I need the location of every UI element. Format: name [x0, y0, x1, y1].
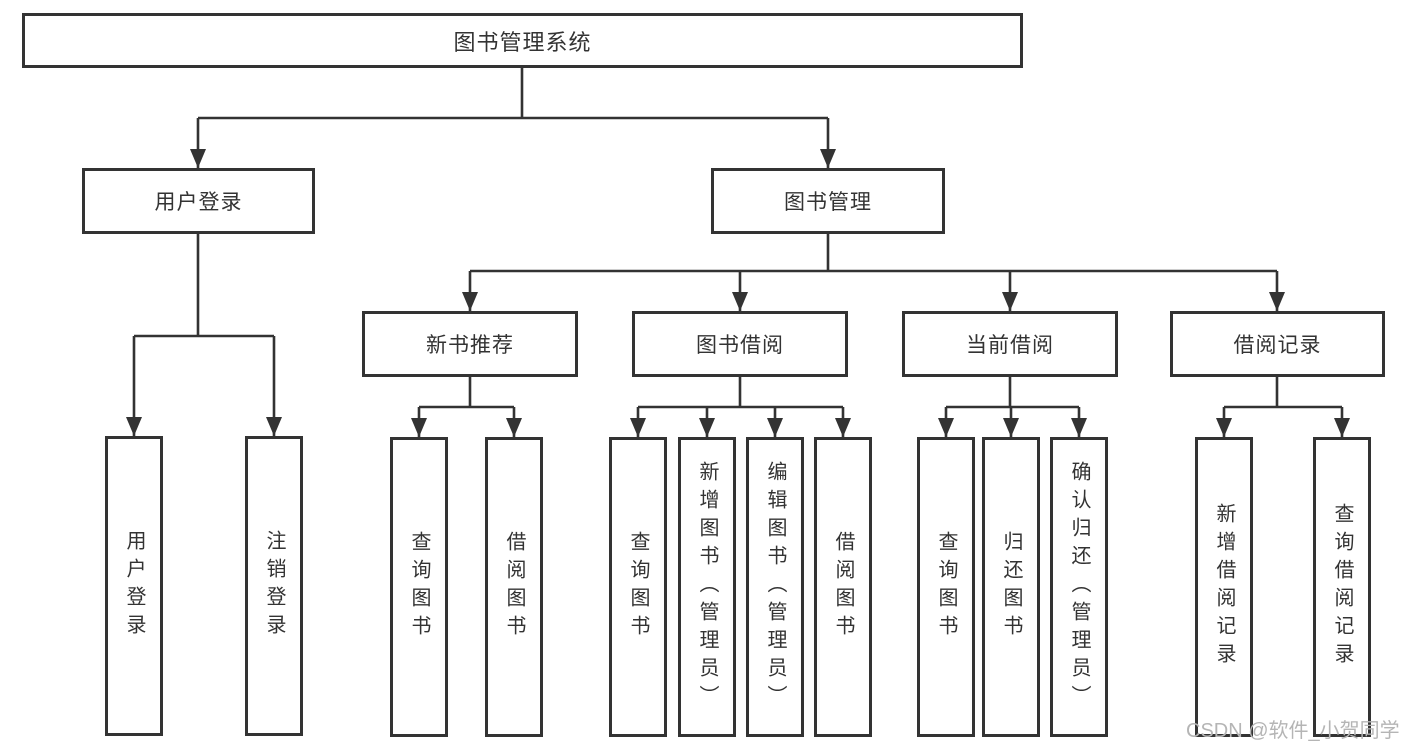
node-book-management: 图书管理 — [711, 168, 945, 234]
tree-edges — [132, 68, 1344, 437]
leaf-edit-book-admin: 编辑图书（管理员） — [746, 437, 804, 737]
leaf-borrow-books-recommend: 借阅图书 — [485, 437, 543, 737]
arrowheads — [126, 149, 1350, 437]
node-current-borrowing: 当前借阅 — [902, 311, 1118, 377]
leaf-add-book-admin: 新增图书（管理员） — [678, 437, 736, 737]
leaf-user-login: 用户登录 — [105, 436, 163, 736]
leaf-query-books-current: 查询图书 — [917, 437, 975, 737]
leaf-query-books-borrow: 查询图书 — [609, 437, 667, 737]
node-user-login: 用户登录 — [82, 168, 315, 234]
leaf-query-books-recommend: 查询图书 — [390, 437, 448, 737]
leaf-return-books: 归还图书 — [982, 437, 1040, 737]
node-book-borrowing: 图书借阅 — [632, 311, 848, 377]
leaf-query-borrow-record: 查询借阅记录 — [1313, 437, 1371, 737]
leaf-add-borrow-record: 新增借阅记录 — [1195, 437, 1253, 737]
leaf-logout: 注销登录 — [245, 436, 303, 736]
csdn-watermark: CSDN @软件_小贺同学 — [1186, 720, 1400, 742]
node-library-management-system: 图书管理系统 — [22, 13, 1023, 68]
leaf-borrow-books: 借阅图书 — [814, 437, 872, 737]
node-borrowing-records: 借阅记录 — [1170, 311, 1385, 377]
leaf-confirm-return-admin: 确认归还（管理员） — [1050, 437, 1108, 737]
node-new-book-recommendation: 新书推荐 — [362, 311, 578, 377]
